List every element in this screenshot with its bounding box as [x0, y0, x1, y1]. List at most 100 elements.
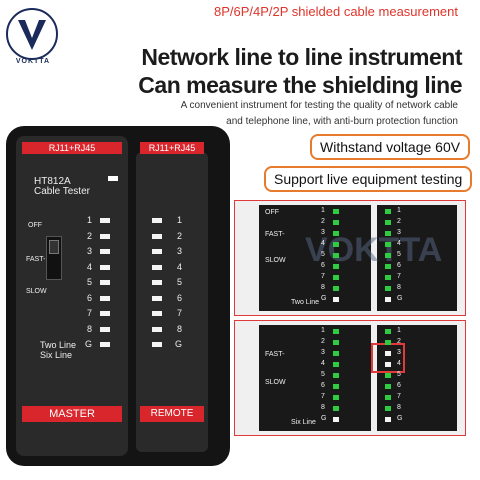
pin-number: G — [84, 339, 92, 349]
pin-number: 1 — [321, 207, 325, 214]
pin-number: G — [174, 339, 182, 349]
photo-switch-fast: FAST- — [265, 231, 285, 238]
pin-number: 2 — [321, 218, 325, 225]
photo-switch-slow: SLOW — [265, 379, 286, 386]
brand-logo-icon — [6, 8, 58, 60]
pin-led — [333, 264, 339, 269]
pin-led — [152, 280, 162, 285]
pin-led — [385, 231, 391, 236]
pin-number: G — [397, 415, 403, 422]
pin-led — [152, 326, 162, 332]
pin-led — [100, 264, 110, 270]
pin-number: 3 — [397, 229, 401, 236]
pin-number: 2 — [397, 218, 401, 225]
pin-led — [152, 218, 162, 223]
pin-number: 1 — [397, 207, 401, 214]
pin-number: 7 — [397, 273, 401, 280]
pin-led — [333, 373, 339, 378]
pin-led — [100, 280, 110, 285]
pin-number: 2 — [86, 230, 92, 241]
pin-led — [100, 249, 110, 254]
pin-led — [385, 351, 391, 356]
remote-label: REMOTE — [140, 406, 204, 422]
pin-led — [333, 297, 339, 302]
pin-led — [385, 406, 391, 411]
pin-number: 5 — [321, 251, 325, 258]
pin-number: 2 — [397, 338, 401, 345]
pin-led — [385, 395, 391, 400]
photo-six-line: Six Line — [291, 419, 316, 426]
pin-led — [333, 231, 339, 236]
pin-led — [100, 295, 110, 301]
pin-led — [385, 275, 391, 280]
pin-number: G — [321, 415, 327, 422]
pin-number: 7 — [176, 308, 182, 318]
pin-number: 5 — [397, 251, 401, 258]
power-led — [108, 176, 118, 181]
feature-badge-voltage: Withstand voltage 60V — [310, 134, 471, 160]
pin-led — [152, 311, 162, 316]
pin-number: 8 — [397, 284, 401, 291]
pin-led — [385, 340, 391, 345]
pin-number: 3 — [321, 349, 325, 356]
pin-led — [385, 373, 391, 378]
pin-number: 4 — [86, 261, 92, 272]
pin-number: 4 — [397, 360, 401, 367]
tagline: 8P/6P/4P/2P shielded cable measurement — [213, 4, 458, 19]
description-line1: A convenient instrument for testing the … — [180, 100, 458, 111]
pin-led — [333, 406, 339, 411]
switch-label-off: OFF — [28, 222, 42, 229]
pin-led — [333, 351, 339, 356]
pin-number: 6 — [321, 382, 325, 389]
pin-number: 7 — [321, 393, 325, 400]
pin-number: 6 — [397, 382, 401, 389]
pin-led — [385, 329, 391, 334]
pin-led — [100, 218, 110, 223]
pin-number: 6 — [397, 262, 401, 269]
pin-number: 6 — [176, 292, 182, 303]
pin-led — [385, 417, 391, 422]
photo-switch-slow: SLOW — [265, 257, 286, 264]
six-line-label: Six Line — [40, 350, 73, 360]
pin-led — [333, 220, 339, 225]
mode-switch-knob[interactable] — [49, 240, 59, 254]
pin-number: 4 — [176, 261, 182, 272]
switch-label-slow: SLOW — [26, 288, 47, 295]
photo-master-panel — [259, 325, 371, 431]
pin-led — [385, 362, 391, 367]
pin-number: 8 — [321, 284, 325, 291]
watermark-logo: VOKTTA — [305, 231, 443, 269]
description-line2: and telephone line, with anti-burn prote… — [226, 116, 458, 127]
pin-number: G — [397, 295, 403, 302]
pin-number: 2 — [321, 338, 325, 345]
pin-number: 6 — [86, 292, 92, 303]
pin-number: 5 — [321, 371, 325, 378]
pin-led — [333, 242, 339, 247]
photo-switch-off: OFF — [265, 209, 279, 216]
pin-led — [385, 253, 391, 258]
pin-number: 7 — [397, 393, 401, 400]
pin-number: 8 — [86, 323, 92, 334]
pin-led — [152, 342, 162, 347]
photo-master-panel — [259, 205, 371, 311]
pin-number: 3 — [176, 246, 182, 256]
pin-number: 8 — [321, 404, 325, 411]
pin-led — [152, 233, 162, 239]
pin-led — [100, 342, 110, 347]
pin-number: 7 — [321, 273, 325, 280]
photo-two-line: Two Line — [291, 299, 320, 306]
pin-number: 7 — [86, 308, 92, 318]
pin-number: 3 — [86, 246, 92, 256]
pin-number: 5 — [86, 277, 92, 287]
remote-unit — [136, 152, 208, 452]
pin-number: 1 — [86, 215, 92, 225]
pin-led — [333, 340, 339, 345]
pin-led — [333, 329, 339, 334]
switch-label-fast: FAST- — [26, 256, 46, 263]
page-title-line1: Network line to line instrument — [141, 44, 462, 70]
pin-number: 3 — [397, 349, 401, 356]
pin-led — [385, 209, 391, 214]
pin-led — [385, 220, 391, 225]
